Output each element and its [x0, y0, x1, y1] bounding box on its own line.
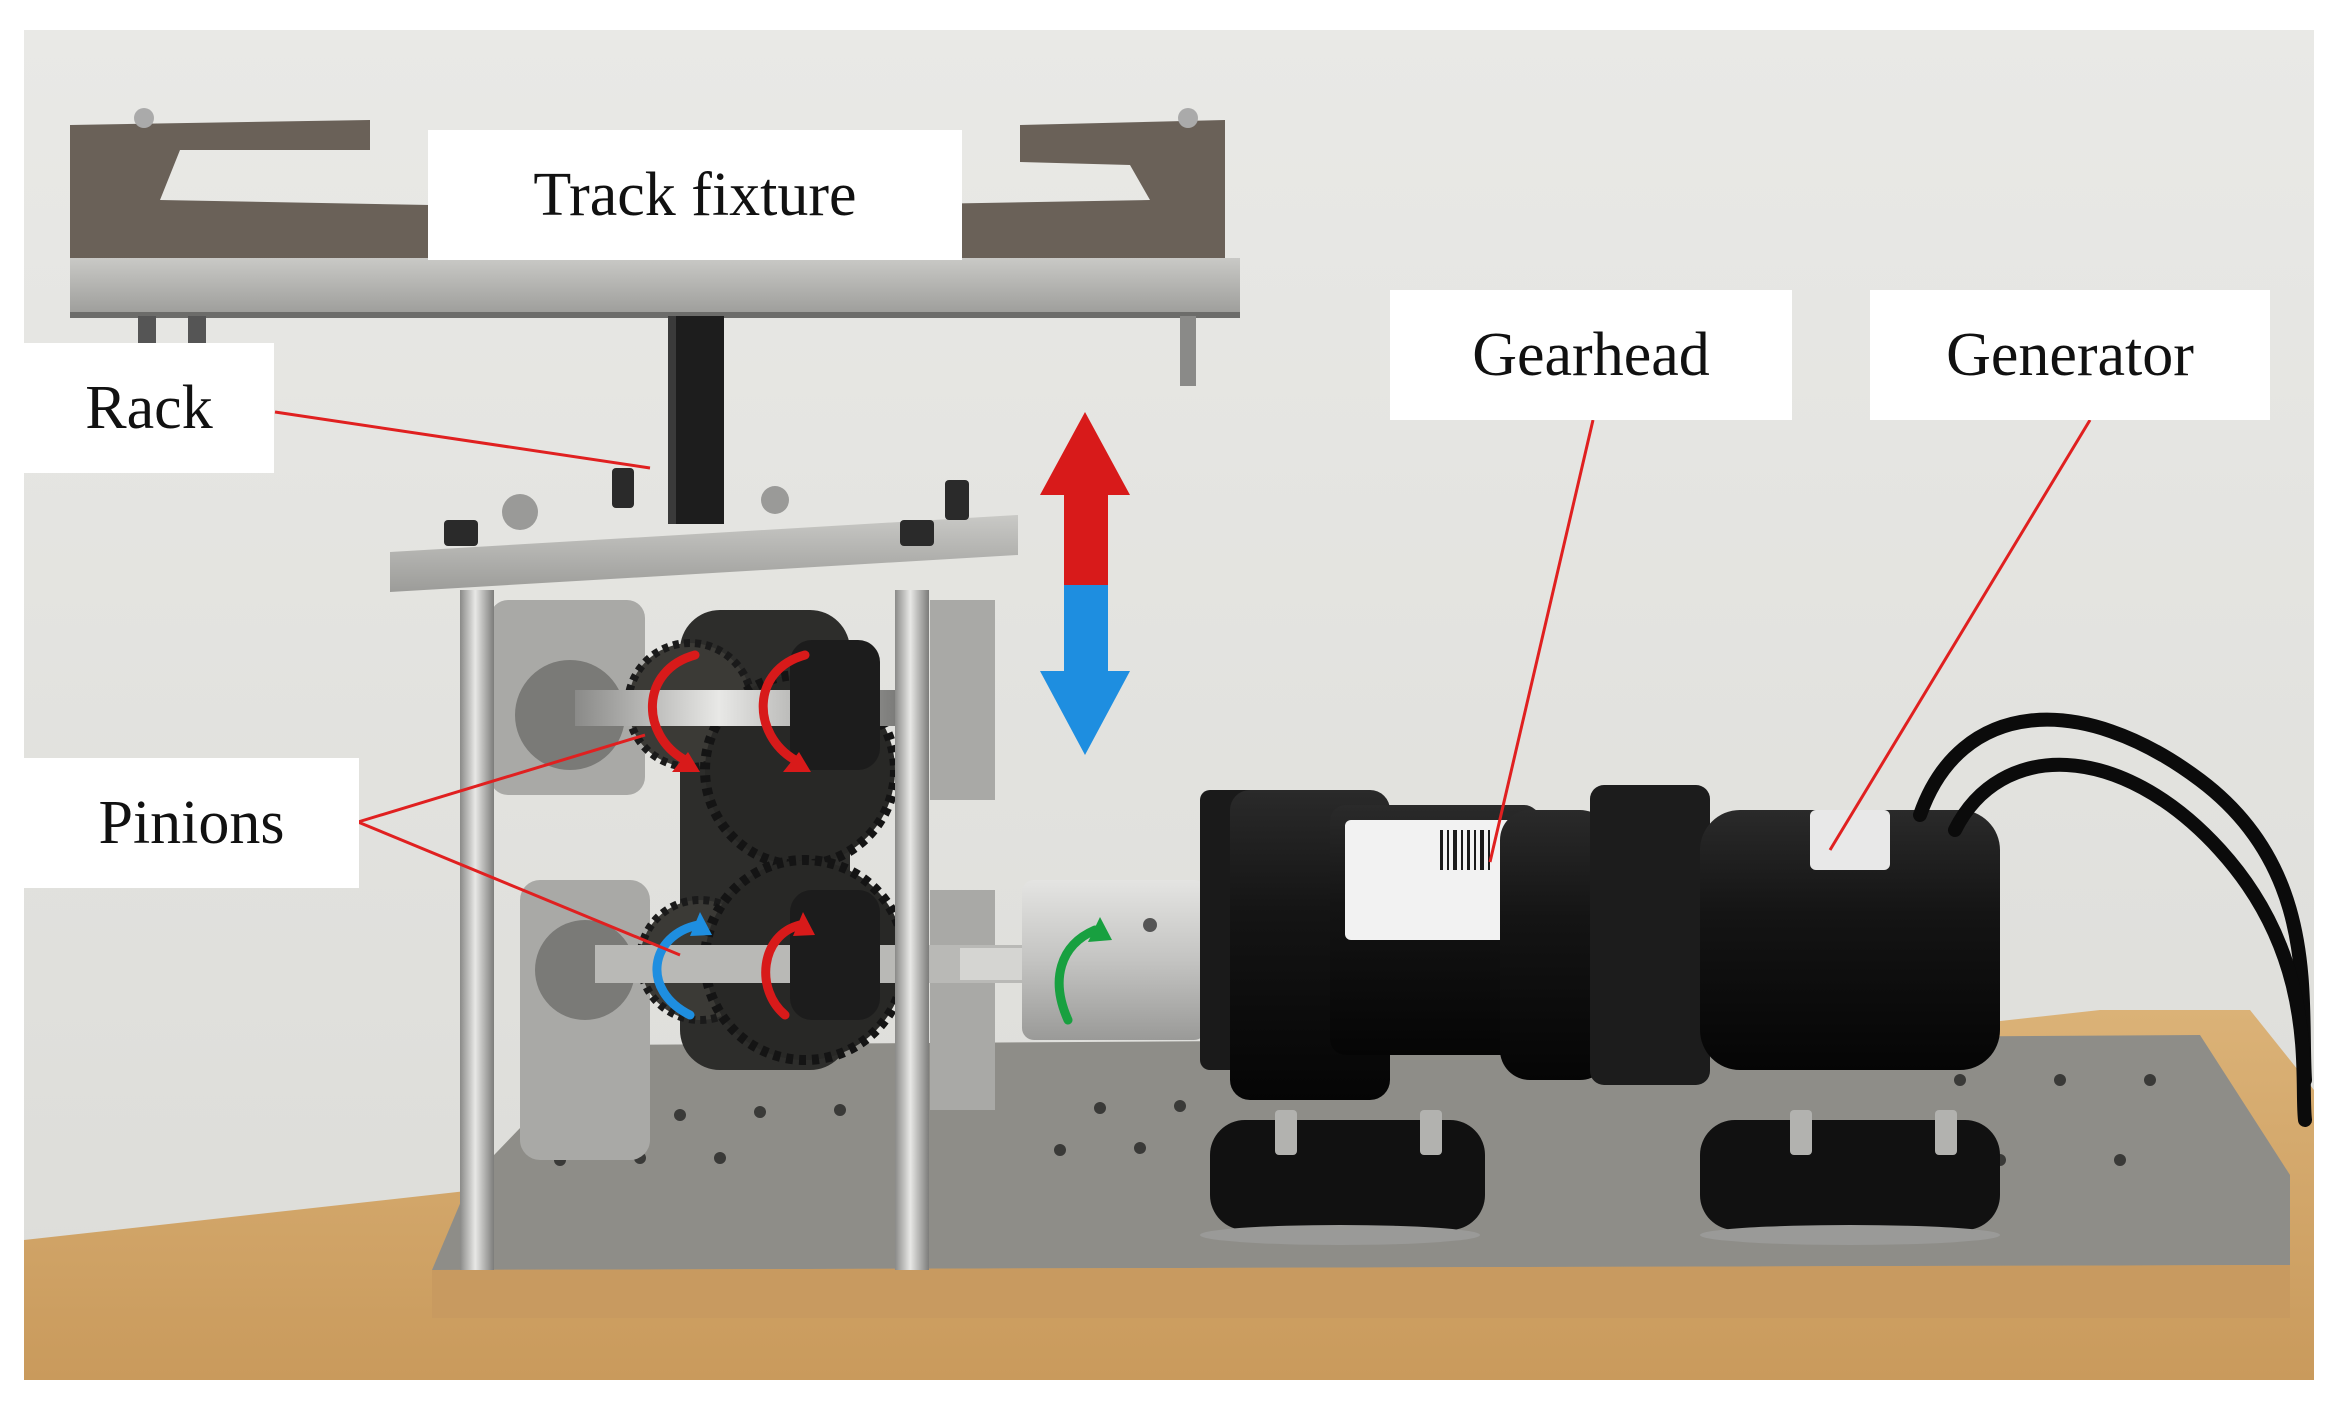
base-plate-plywood-edge: [432, 1265, 2290, 1318]
rack: [668, 316, 724, 524]
track-fixture: [70, 108, 1240, 386]
leader-lines: [274, 410, 2092, 957]
guide-rods: [460, 590, 929, 1270]
gear-hubs: [790, 640, 880, 1020]
gearhead-motor-body: [1200, 785, 2000, 1245]
vertical-motion-arrow: [1040, 412, 1130, 755]
rack-label: Rack: [24, 343, 274, 473]
gearbox-top-bolts: [444, 468, 969, 546]
gearbox-top-plate: [390, 515, 1018, 592]
pinions-label: Pinions: [24, 758, 359, 888]
generator-label: Generator: [1870, 290, 2270, 420]
shaft-coupler: [1022, 880, 1206, 1040]
gearhead-label: Gearhead: [1390, 290, 1792, 420]
rotation-arrows: [648, 650, 1112, 1025]
track-fixture-label: Track fixture: [428, 130, 962, 260]
generator-cables: [1913, 712, 2312, 1127]
